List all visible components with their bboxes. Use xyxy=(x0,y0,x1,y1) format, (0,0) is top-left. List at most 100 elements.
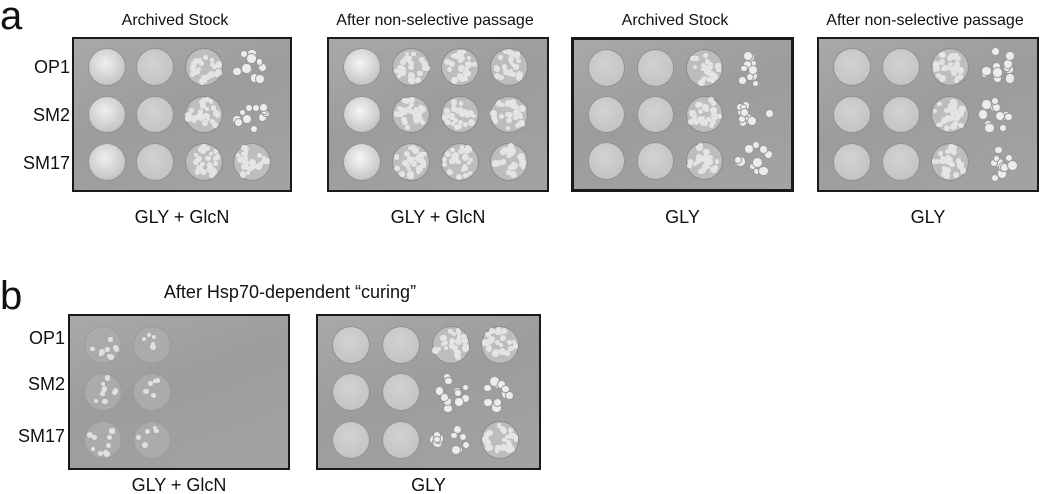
yeast-colony xyxy=(197,57,202,63)
yeast-colony xyxy=(981,99,991,109)
yeast-colony xyxy=(510,163,517,170)
yeast-colony xyxy=(256,75,265,83)
yeast-colony xyxy=(954,75,959,80)
yeast-spot xyxy=(136,48,175,87)
yeast-colony xyxy=(512,343,519,349)
yeast-colony xyxy=(506,448,512,453)
yeast-colony xyxy=(957,74,963,80)
yeast-colony xyxy=(508,427,514,434)
yeast-colony xyxy=(466,160,472,166)
yeast-colony xyxy=(197,108,203,114)
yeast-spot xyxy=(87,95,126,134)
yeast-colony xyxy=(440,341,445,347)
yeast-colony xyxy=(937,151,943,157)
yeast-colony xyxy=(463,346,469,352)
yeast-colony xyxy=(394,165,400,172)
yeast-colony xyxy=(691,115,698,122)
yeast-colony xyxy=(505,434,511,440)
yeast-colony xyxy=(419,105,426,113)
yeast-colony xyxy=(464,61,472,68)
yeast-colony xyxy=(154,428,159,433)
yeast-colony xyxy=(400,59,406,66)
yeast-colony xyxy=(188,107,195,113)
yeast-colony xyxy=(506,439,511,445)
yeast-colony xyxy=(100,389,105,394)
yeast-colony xyxy=(214,72,220,78)
yeast-colony xyxy=(985,123,994,133)
yeast-colony xyxy=(152,379,157,384)
yeast-colony xyxy=(414,76,421,83)
yeast-colony xyxy=(451,432,457,439)
panel-a-condition-4: GLY xyxy=(910,207,946,227)
yeast-colony xyxy=(409,97,416,104)
yeast-colony xyxy=(237,155,245,163)
panel-b-condition-1: GLY + GlcN xyxy=(131,475,227,494)
yeast-colony xyxy=(412,110,419,117)
yeast-colony xyxy=(451,106,457,112)
yeast-colony xyxy=(943,172,950,179)
yeast-colony xyxy=(466,146,473,153)
yeast-colony xyxy=(198,77,206,85)
yeast-colony xyxy=(410,160,418,168)
yeast-colony xyxy=(737,103,744,110)
panel-b-header: After Hsp70-dependent “curing” xyxy=(163,282,417,302)
yeast-colony xyxy=(413,118,420,125)
yeast-colony xyxy=(215,60,223,68)
yeast-colony xyxy=(452,345,458,351)
yeast-colony xyxy=(743,61,751,69)
yeast-colony xyxy=(498,348,506,355)
yeast-colony xyxy=(257,165,262,170)
yeast-colony xyxy=(518,152,525,160)
yeast-colony xyxy=(469,121,475,126)
yeast-colony xyxy=(941,64,949,72)
yeast-colony xyxy=(199,101,207,109)
yeast-colony xyxy=(495,101,502,107)
yeast-colony xyxy=(458,100,464,106)
yeast-spot xyxy=(392,142,430,181)
yeast-colony xyxy=(958,105,965,112)
yeast-colony xyxy=(481,435,489,443)
yeast-spot xyxy=(833,95,871,134)
yeast-colony xyxy=(150,393,156,399)
yeast-colony xyxy=(464,65,470,71)
panel-b-strain-sm2: SM2 xyxy=(27,374,65,394)
yeast-colony xyxy=(455,329,462,335)
yeast-colony xyxy=(399,69,406,76)
yeast-colony xyxy=(513,52,521,59)
yeast-colony xyxy=(394,68,399,74)
yeast-spot xyxy=(882,95,920,134)
yeast-colony xyxy=(513,109,520,117)
yeast-colony xyxy=(493,398,501,406)
yeast-colony xyxy=(197,66,202,71)
yeast-colony xyxy=(419,120,425,125)
yeast-colony xyxy=(99,349,106,356)
yeast-spot xyxy=(636,95,675,134)
yeast-spot xyxy=(184,48,223,87)
yeast-colony xyxy=(210,105,217,111)
yeast-colony xyxy=(709,118,716,125)
yeast-colony xyxy=(750,163,756,169)
yeast-spot xyxy=(381,373,420,411)
yeast-colony xyxy=(460,434,467,441)
yeast-colony xyxy=(419,159,427,166)
yeast-colony xyxy=(467,170,473,176)
yeast-colony xyxy=(505,392,513,400)
yeast-colony xyxy=(411,51,416,57)
yeast-colony xyxy=(397,74,402,79)
yeast-colony xyxy=(451,445,460,454)
yeast-spot xyxy=(87,48,126,87)
yeast-colony xyxy=(716,63,721,68)
yeast-colony xyxy=(406,166,411,171)
yeast-colony xyxy=(455,173,462,180)
yeast-spot xyxy=(441,95,479,134)
panel-b-letter: b xyxy=(0,274,23,318)
yeast-colony xyxy=(152,334,157,339)
yeast-colony xyxy=(93,398,99,404)
yeast-colony xyxy=(405,105,413,113)
yeast-colony xyxy=(500,149,506,155)
yeast-colony xyxy=(495,445,501,451)
yeast-colony xyxy=(408,77,415,84)
yeast-colony xyxy=(744,51,752,60)
yeast-colony xyxy=(109,428,115,434)
yeast-colony xyxy=(207,163,213,168)
